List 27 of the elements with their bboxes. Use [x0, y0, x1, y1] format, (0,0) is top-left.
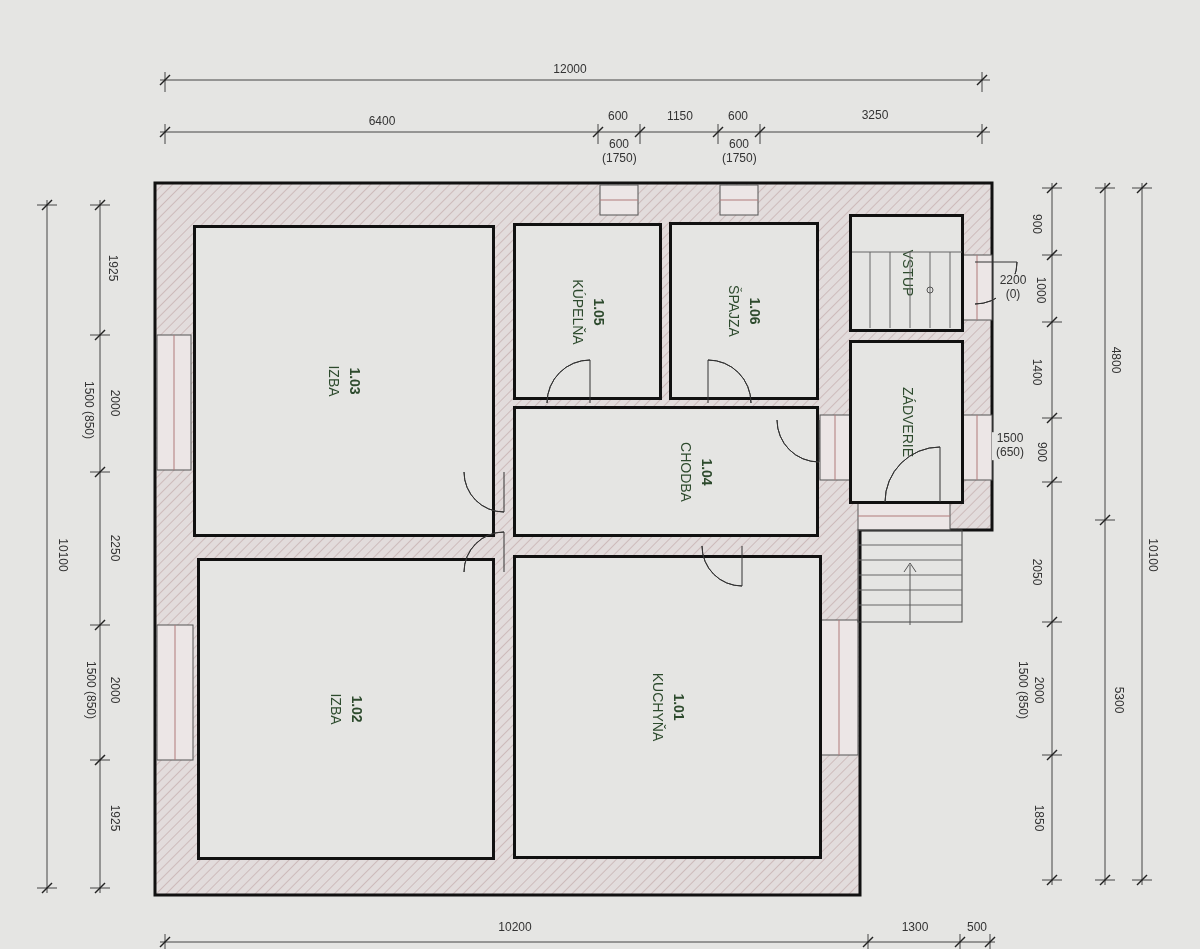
dimension-value: 600 (1750)	[602, 138, 636, 166]
room-name: ZÁDVERIE	[898, 387, 917, 457]
room-name: VSTUP	[898, 249, 916, 297]
room-number: 1.04	[698, 456, 716, 488]
room	[513, 406, 819, 537]
room	[849, 340, 964, 504]
room-number: 1.02	[348, 694, 366, 725]
room	[193, 225, 495, 537]
room-number: 1.03	[346, 366, 364, 397]
room-name: CHODBA	[677, 441, 695, 502]
room-name: ŠPAJZA	[725, 285, 743, 337]
room	[849, 214, 964, 332]
room	[197, 558, 495, 860]
room-name: KÚPELŇA	[568, 278, 587, 345]
room-name: KUCHYŇA	[648, 672, 667, 742]
dimension-value: 1500 (850)	[81, 381, 95, 439]
dimension-value: 1500 (850)	[83, 661, 97, 719]
dimension-value: 1500 (850)	[1015, 661, 1029, 719]
room	[513, 223, 662, 400]
dimension-value: 600 (1750)	[722, 138, 756, 166]
room	[669, 222, 819, 400]
room-name: IZBA	[327, 693, 345, 725]
room-number: 1.01	[669, 692, 688, 723]
room-number: 1.06	[746, 296, 764, 327]
room	[513, 555, 822, 859]
room-name: IZBA	[325, 365, 343, 397]
room-number: 1.05	[589, 296, 608, 328]
